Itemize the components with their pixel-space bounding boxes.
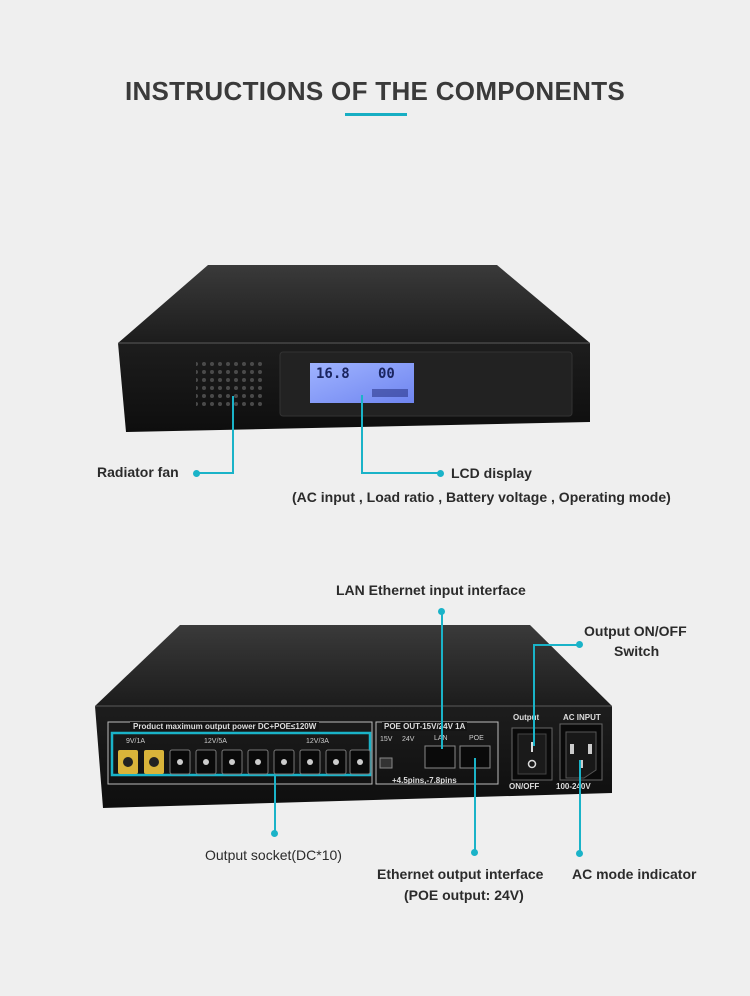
switch-label-line2: Switch	[614, 643, 660, 659]
lcd-display-label: LCD display	[451, 465, 532, 481]
ethernet-output-label-line2: (POE output: 24V)	[404, 887, 524, 903]
switch-label-line1: Output ON/OFF	[584, 623, 687, 639]
ethernet-output-label-line1: Ethernet output interface	[377, 866, 544, 882]
v15-label: 15V	[380, 736, 393, 743]
ac-input-text: AC INPUT	[563, 713, 601, 722]
lcd-callout-line	[361, 395, 363, 474]
switch-callout-line-h	[533, 644, 579, 646]
socket-callout-dot	[271, 830, 278, 837]
output-socket-label: Output socket(DC*10)	[205, 847, 342, 863]
group-9v-label: 9V/1A	[126, 738, 146, 745]
fan-callout-line-h	[196, 472, 234, 474]
lan-input-label: LAN Ethernet input interface	[336, 582, 526, 598]
radiator-fan-grill	[196, 358, 262, 410]
switch-callout-dot	[576, 641, 583, 648]
output-text: Output	[513, 713, 540, 722]
pins-text: +4.5pins,-7.8pins	[392, 776, 457, 785]
lcd-callout-dot	[437, 470, 444, 477]
poe-label: POE	[469, 735, 484, 742]
ethernet-callout-dot	[471, 849, 478, 856]
fan-callout-line	[232, 396, 234, 474]
radiator-fan-label: Radiator fan	[97, 464, 179, 480]
page-title: INSTRUCTIONS OF THE COMPONENTS	[124, 76, 626, 106]
ac-mode-label: AC mode indicator	[572, 866, 697, 882]
on-off-text: ON/OFF	[509, 782, 540, 791]
lan-callout-line	[441, 611, 443, 749]
voltage-range-text: 100-240V	[556, 782, 591, 791]
title-underline	[345, 113, 407, 116]
max-power-text: Product maximum output power DC+POE≤120W	[130, 722, 320, 731]
ethernet-callout-line	[474, 758, 476, 851]
ac-mode-callout-dot	[576, 850, 583, 857]
lan-label: LAN	[434, 735, 448, 742]
lcd-details-label: (AC input , Load ratio , Battery voltage…	[292, 489, 671, 505]
lan-port	[424, 745, 456, 769]
ac-mode-callout-line	[579, 760, 581, 852]
lcd-callout-line-h	[361, 472, 441, 474]
lcd-reading-right: 00	[378, 366, 395, 382]
poe-out-text: POE OUT-15V/24V 1A	[382, 722, 468, 731]
switch-callout-line	[533, 644, 535, 746]
group-12v-3a-label: 12V/3A	[306, 738, 329, 745]
lcd-reading-left: 16.8	[316, 366, 350, 382]
socket-callout-line	[274, 776, 276, 832]
v24-label: 24V	[402, 736, 415, 743]
fan-callout-dot	[193, 470, 200, 477]
group-12v-5a-label: 12V/5A	[204, 738, 227, 745]
